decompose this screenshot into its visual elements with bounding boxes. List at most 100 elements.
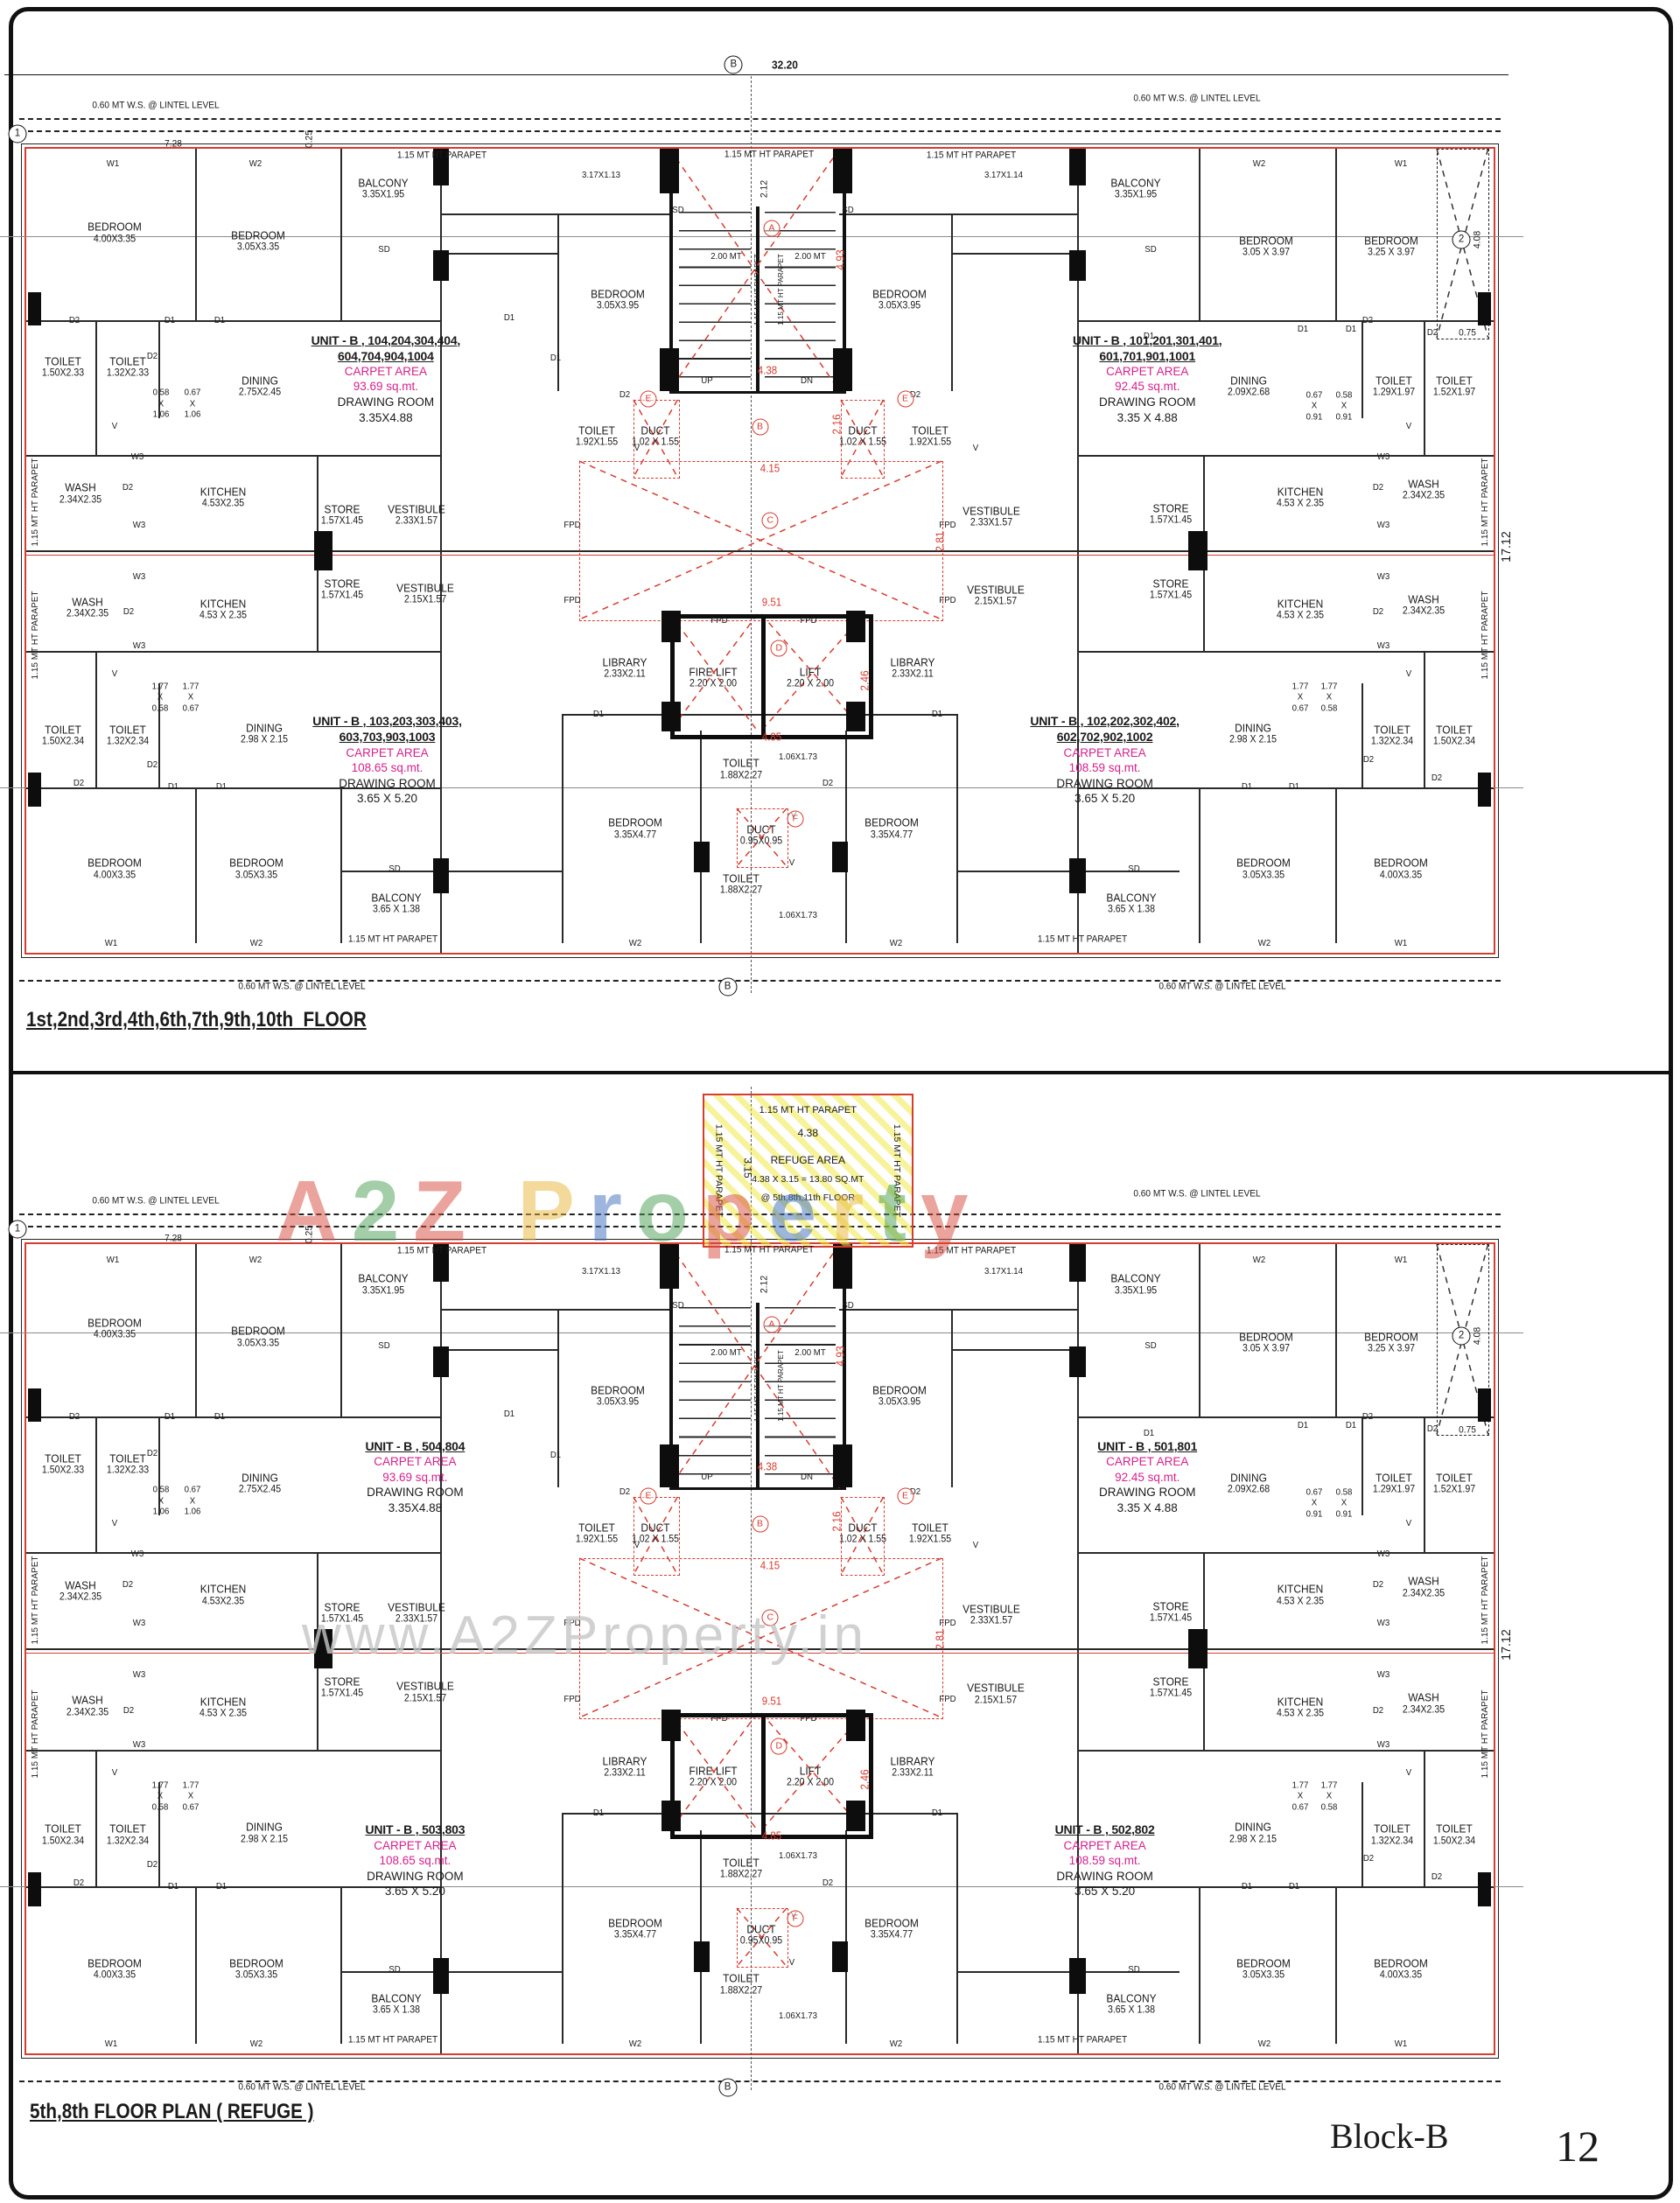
opening-marker-d2: D2 [1431,772,1442,783]
room-name: DINING [245,721,283,735]
parapet-label-vertical: 1.15 MT HT PARAPET [29,1556,40,1645]
room-name: WASH [1407,1574,1439,1588]
wall-pier [432,1244,449,1282]
parapet-label: 1.15 MT HT PARAPET [926,1245,1017,1256]
opening-marker-d1: D1 [1288,1880,1300,1892]
room-dim: 3.05 X 3.97 [1242,1343,1291,1354]
room-name: BALCONY [1106,1991,1157,2005]
dim-line: 1.77 [182,681,200,692]
interior-wall [340,149,342,320]
room-dim: 2.34X2.35 [66,1707,109,1718]
room-name: BEDROOM [231,1324,285,1338]
interior-wall [26,1750,440,1752]
refuge-parapet-left: 1.15 MT HT PARAPET [713,1123,724,1218]
center-axis-line [750,1086,752,2090]
opening-marker-v: V [111,1766,117,1778]
opening-marker-w3: W3 [132,570,146,582]
room-dim: 1.50X2.34 [1432,1836,1475,1847]
room-name: STORE [324,502,360,516]
unit-label-block: UNIT - B , 101,201,301,401,601,701,901,1… [1073,332,1222,426]
parapet-label: 1.15 MT HT PARAPET [724,1244,814,1255]
room-name: LIBRARY [602,1754,648,1768]
parapet-label-vertical: 1.15 MT HT PARAPET [1479,458,1490,547]
room-name: LIBRARY [890,655,935,669]
opening-marker-d2: D2 [69,314,80,325]
opening-marker-d2: D2 [147,350,158,361]
room-name: VESTIBULE [396,581,455,595]
room-dim: 1.02 X 1.55 [632,1535,680,1546]
opening-marker-w1: W1 [105,937,118,948]
interior-wall [26,1886,440,1889]
room-name: TOILET [45,723,81,737]
wall-pier [432,1957,449,1994]
room-name: BEDROOM [87,856,142,870]
wall-pier [846,702,866,732]
refuge-parapet-right: 1.15 MT HT PARAPET [891,1123,902,1218]
opening-marker-d2: D2 [147,1858,158,1870]
drawing-room: 3.35 X 4.88 [1116,1500,1178,1514]
room-name: BALCONY [1110,176,1161,190]
room-name: BEDROOM [1236,856,1291,870]
annotation-dim: 0.25 [304,129,315,149]
wall-pier [1069,857,1086,893]
room-name: DINING [245,1820,283,1834]
room-name: LIFT [799,1764,821,1778]
interior-wall [1198,1886,1200,2044]
red-dim: 2.16 [831,1511,844,1532]
room-name: TOILET [1376,374,1412,388]
stair-flight-down [764,211,836,387]
interior-wall [26,549,1494,552]
opening-marker-d2: D2 [620,389,631,401]
opening-marker-d2: D2 [123,1704,135,1716]
duct-box [736,1907,788,1969]
opening-marker-d1: D1 [592,1808,605,1819]
wall-pier [833,1244,853,1289]
room-name: BEDROOM [229,1956,284,1970]
dim-label: 1.06X1.73 [779,751,818,762]
room-dim: 2.20 X 2.00 [689,1777,737,1788]
opening-marker-sd: SD [1128,1963,1140,1975]
opening-marker-d2: D2 [1363,753,1375,765]
room-name: VESTIBULE [967,583,1026,597]
room-dim: 1.29X1.97 [1372,387,1416,398]
carpet-area: CARPET AREA [1063,1838,1146,1852]
opening-marker-d1: D1 [550,1449,562,1460]
room-name: BEDROOM [608,816,662,830]
cross-brace-lines [737,1908,787,1967]
parapet-label-vertical: 1.15 MT HT PARAPET [1479,1556,1490,1645]
opening-marker-d2: D2 [1372,1704,1383,1716]
room-dim: 1.57X1.45 [320,590,363,601]
room-dim: 1.32X2.33 [106,367,149,379]
room-dim: 2.34X2.35 [1402,1704,1445,1716]
interior-wall [194,1886,197,2044]
room-dim: 1.57X1.45 [320,1613,363,1625]
opening-marker-d1: D1 [932,1808,943,1819]
room-name: VESTIBULE [967,1681,1026,1695]
grid-bubble: 1 [8,1220,27,1239]
room-dim: 2.33X1.57 [395,515,438,527]
room-name: BEDROOM [87,220,142,234]
room-dim: 1.57X1.45 [1149,1612,1193,1624]
interior-wall [562,1813,564,2044]
room-name: STORE [1152,501,1189,515]
room-dim: 1.92X1.55 [908,437,952,448]
